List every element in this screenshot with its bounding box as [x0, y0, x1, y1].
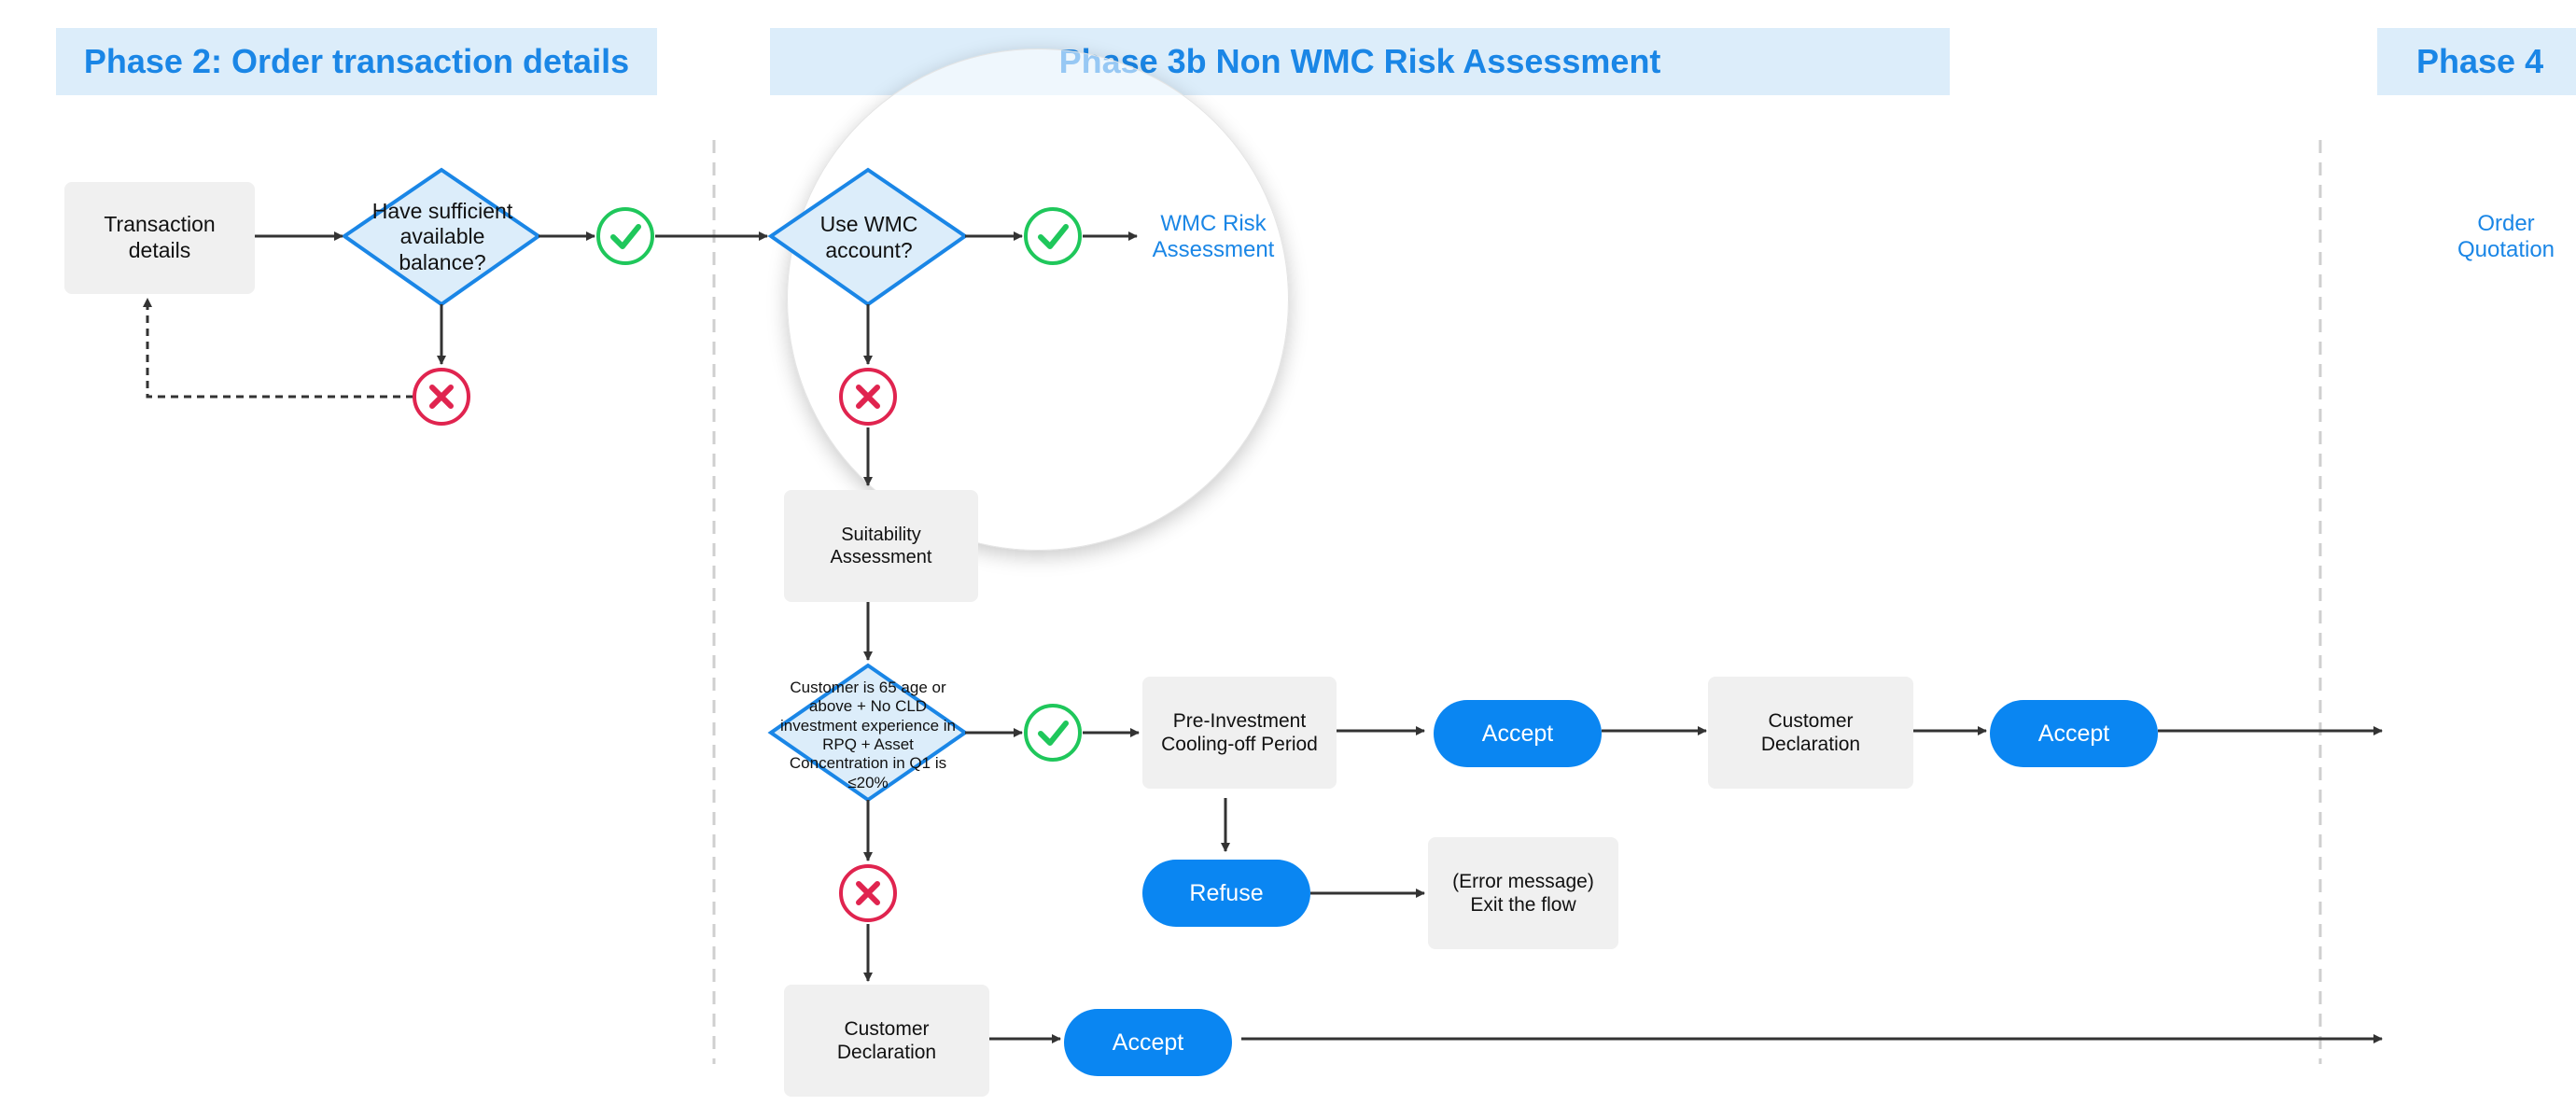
transaction-details-box: Transaction details: [64, 182, 255, 294]
use-wmc-label: Use WMC account?: [819, 212, 918, 262]
cross-icon: [839, 368, 897, 426]
error-exit-box: (Error message) Exit the flow: [1428, 837, 1618, 949]
customer-declaration-box-bottom: Customer Declaration: [784, 985, 989, 1097]
transaction-details-label: Transaction details: [104, 212, 216, 262]
phase-3b-title: Phase 3b Non WMC Risk Assessment: [1058, 42, 1661, 80]
accept-button[interactable]: Accept: [1434, 700, 1602, 767]
pre-investment-box: Pre-Investment Cooling-off Period: [1142, 677, 1337, 789]
error-exit-label: (Error message) Exit the flow: [1452, 870, 1594, 916]
check-icon: [596, 207, 654, 265]
phase-2-title: Phase 2: Order transaction details: [83, 42, 630, 80]
phase-2-header: Phase 2: Order transaction details: [56, 28, 657, 95]
check-icon: [1024, 704, 1082, 762]
sufficient-balance-label: Have sufficient available balance?: [371, 198, 513, 274]
wmc-risk-assessment-link[interactable]: WMC Risk Assessment: [1152, 211, 1275, 262]
customer-declaration-label: Customer Declaration: [1760, 709, 1861, 755]
dashed-arrow-retry-to-transaction: [143, 298, 413, 399]
check-icon: [1024, 207, 1082, 265]
order-quotation-link[interactable]: Order Quotation: [2457, 211, 2555, 262]
phase-4-title: Phase 4: [2416, 42, 2544, 80]
phase-4-header: Phase 4: [2377, 28, 2576, 95]
customer-65-label: Customer is 65 age or above + No CLD inv…: [779, 678, 957, 791]
cross-icon: [413, 368, 470, 426]
suitability-assessment-label: Suitability Assessment: [830, 525, 932, 567]
accept-button-declaration[interactable]: Accept: [1990, 700, 2158, 767]
cross-icon: [839, 864, 897, 922]
refuse-button[interactable]: Refuse: [1142, 860, 1310, 927]
pre-investment-label: Pre-Investment Cooling-off Period: [1161, 709, 1318, 755]
customer-declaration-box: Customer Declaration: [1708, 677, 1913, 789]
suitability-assessment-box: Suitability Assessment: [784, 490, 978, 602]
customer-declaration-label-bottom: Customer Declaration: [836, 1017, 937, 1063]
accept-button-bottom[interactable]: Accept: [1064, 1009, 1232, 1076]
